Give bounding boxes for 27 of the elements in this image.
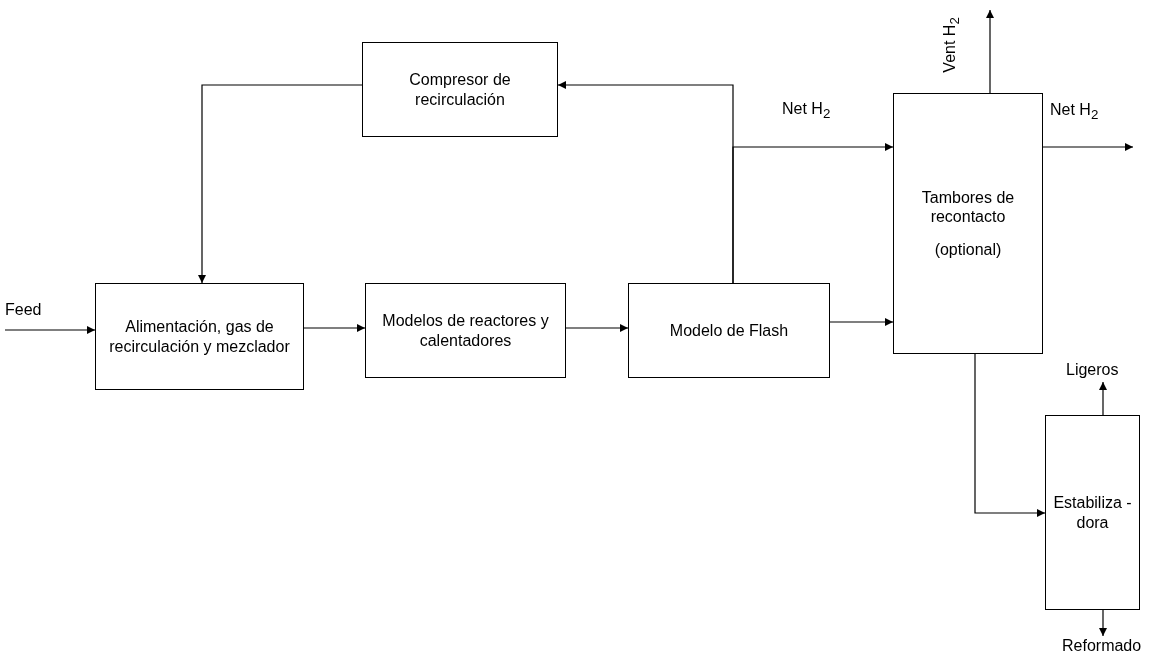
arrow [1042, 143, 1134, 151]
box-text: Estabiliza -dora [1052, 493, 1133, 532]
arrow [1099, 609, 1107, 637]
arrow [198, 84, 363, 284]
process-box [362, 42, 558, 137]
box-text: (optional) [934, 240, 1002, 260]
stream-label: Feed [5, 300, 42, 320]
arrow [565, 324, 629, 332]
process-box [1045, 415, 1140, 610]
arrow [4, 326, 96, 334]
stream-label: Reformado [1062, 636, 1142, 656]
arrow [974, 353, 1046, 517]
process-box [95, 283, 304, 390]
process-box [893, 93, 1043, 354]
arrow [732, 143, 894, 284]
box-text: Compresor de recirculación [408, 70, 512, 109]
arrow [986, 9, 994, 94]
arrow [829, 318, 894, 326]
box-text: Modelo de Flash [669, 320, 789, 341]
box-text: Modelos de reactores y calentadores [381, 311, 550, 350]
box-text: Tambores de recontacto [920, 187, 1016, 227]
arrow [1099, 381, 1107, 416]
process-box [365, 283, 566, 378]
arrow [303, 324, 366, 332]
stream-label: Ligeros [1066, 360, 1119, 380]
box-text: Alimentación, gas de recirculación y mezclador [108, 317, 291, 356]
process-box [628, 283, 830, 378]
